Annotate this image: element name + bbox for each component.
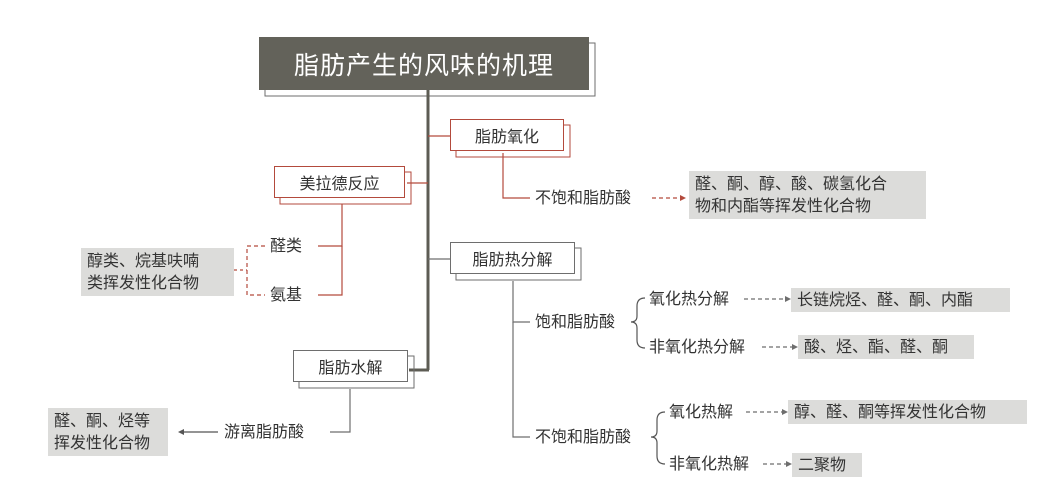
result-oxidation-line-2: 物和内酯等挥发性化合物 (695, 196, 872, 215)
result-hydrolysis-line-2: 挥发性化合物 (54, 433, 151, 452)
result-maillard: 醇类、烷基呋喃 类挥发性化合物 (81, 248, 234, 296)
label-oxidative-pyrolysis: 氧化热解 (667, 402, 736, 422)
label-saturated-fatty-acid: 饱和脂肪酸 (533, 312, 618, 332)
result-hydrolysis: 醛、酮、烃等 挥发性化合物 (48, 408, 168, 456)
label-aldehydes: 醛类 (268, 236, 305, 256)
label-amino: 氨基 (268, 285, 305, 305)
node-maillard-reaction: 美拉德反应 (274, 166, 405, 198)
label-oxidative-thermal-decomposition: 氧化热分解 (647, 289, 732, 309)
result-unsaturated-oxidative: 醇、醛、酮等挥发性化合物 (788, 400, 1027, 424)
label-unsaturated-fatty-acid: 不饱和脂肪酸 (533, 427, 634, 447)
node-fat-oxidation: 脂肪氧化 (450, 119, 564, 151)
node-fat-pyrolysis: 脂肪热分解 (450, 242, 575, 274)
diagram-title: 脂肪产生的风味的机理 (259, 37, 589, 90)
result-oxidation: 醛、酮、醇、酸、碳氢化合 物和内酯等挥发性化合物 (689, 171, 926, 219)
result-unsaturated-non-oxidative: 二聚物 (792, 453, 862, 477)
label-non-oxidative-pyrolysis: 非氧化热解 (667, 454, 752, 474)
result-oxidation-line-1: 醛、酮、醇、酸、碳氢化合 (695, 174, 888, 193)
result-saturated-oxidative: 长链烷烃、醛、酮、内酯 (791, 288, 1010, 312)
node-fat-hydrolysis: 脂肪水解 (293, 350, 408, 382)
result-saturated-non-oxidative: 酸、烃、酯、醛、酮 (798, 335, 974, 359)
result-hydrolysis-line-1: 醛、酮、烃等 (54, 411, 151, 430)
result-maillard-line-2: 类挥发性化合物 (87, 273, 200, 292)
label-free-fatty-acid: 游离脂肪酸 (222, 422, 307, 442)
label-oxidation-unsaturated-fatty-acid: 不饱和脂肪酸 (533, 188, 634, 208)
label-non-oxidative-thermal-decomposition: 非氧化热分解 (647, 337, 748, 357)
result-maillard-line-1: 醇类、烷基呋喃 (87, 251, 200, 270)
